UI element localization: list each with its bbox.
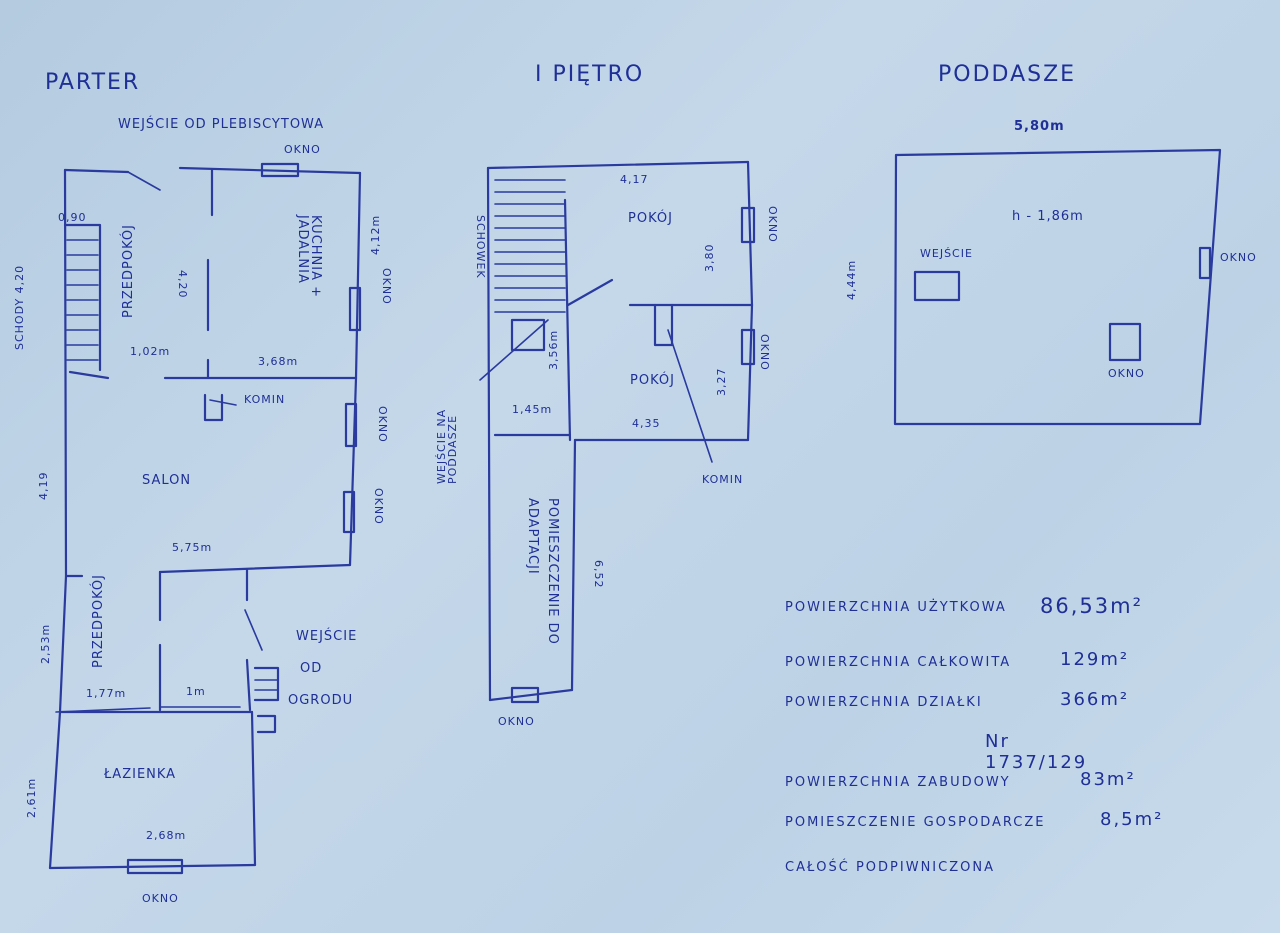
stat-label: POWIERZCHNIA DZIAŁKI bbox=[785, 695, 983, 710]
poddasze-entrance-label: WEJŚCIE bbox=[920, 247, 973, 260]
komin-label: KOMIN bbox=[244, 393, 286, 406]
dim-412-label: 4,12m bbox=[369, 214, 382, 255]
stat-label: POWIERZCHNIA ZABUDOWY bbox=[785, 775, 1011, 790]
stat-row: POMIESZCZENIE GOSPODARCZE 8,5m² bbox=[785, 809, 1161, 830]
attic-hatch bbox=[510, 318, 546, 352]
window-label-top: OKNO bbox=[284, 143, 321, 156]
dim-435-label: 4,35 bbox=[632, 417, 661, 430]
dim-652-label: 6,52 bbox=[592, 560, 605, 589]
window-label-salon-1: OKNO bbox=[376, 406, 389, 443]
dim-177-label: 1,77m bbox=[86, 687, 127, 700]
dim-1m-label: 1m bbox=[186, 685, 206, 698]
przedpokoj-bottom-label: PRZEDPOKÓJ bbox=[91, 574, 106, 668]
dim-419-label: 4,19 bbox=[37, 471, 50, 501]
pokoj-1-label: POKÓJ bbox=[628, 211, 673, 226]
dim-417-label: 4,17 bbox=[620, 173, 649, 186]
dim-261-label: 2,61m bbox=[25, 777, 38, 818]
pietro-walls bbox=[479, 160, 754, 702]
poddasze-window-label-right: OKNO bbox=[1220, 251, 1257, 264]
schowek-label: SCHOWEK bbox=[474, 215, 487, 279]
window-poddasze bbox=[1198, 246, 1212, 280]
window-label-pokoj-1: OKNO bbox=[766, 206, 779, 243]
stat-row: POWIERZCHNIA DZIAŁKI 366m² bbox=[785, 689, 1127, 710]
parter-title: PARTER bbox=[45, 70, 141, 95]
poddasze-height-label: h - 1,86m bbox=[1012, 209, 1084, 224]
poddasze-walls bbox=[893, 148, 1222, 426]
dim-145-label: 1,45m bbox=[512, 403, 553, 416]
kuchnia-label: KUCHNIA + JADALNIA bbox=[295, 215, 323, 299]
lazienka-label: ŁAZIENKA bbox=[104, 767, 177, 782]
window-label-kitchen: OKNO bbox=[380, 268, 393, 305]
window-label-lazienka: OKNO bbox=[142, 892, 179, 905]
entrance-plebiscytowa-label: WEJŚCIE OD PLEBISCYTOWA bbox=[118, 117, 325, 132]
window-lazienka bbox=[126, 858, 184, 875]
attic-skylight bbox=[1108, 322, 1142, 362]
poddasze-depth-label: 4,44m bbox=[845, 259, 858, 300]
dim-575-label: 5,75m bbox=[172, 541, 213, 554]
stairs-label: SCHODY 4,20 bbox=[13, 264, 26, 350]
stat-label: POWIERZCHNIA CAŁKOWITA bbox=[785, 655, 1012, 670]
window-kitchen-right bbox=[348, 286, 362, 332]
stat-value: 83m² bbox=[1080, 769, 1136, 790]
stat-label: POWIERZCHNIA UŻYTKOWA bbox=[785, 600, 1007, 615]
window-salon-2 bbox=[342, 490, 356, 534]
stat-label: POMIESZCZENIE GOSPODARCZE bbox=[785, 815, 1046, 830]
window-salon-1 bbox=[344, 402, 358, 448]
window-pomieszczenie bbox=[510, 686, 540, 704]
window-label-pomieszczenie: OKNO bbox=[498, 715, 535, 728]
pokoj-2-label: POKÓJ bbox=[630, 373, 675, 388]
garden-entrance-label-1: WEJŚCIE bbox=[296, 629, 358, 644]
window-pokoj-2 bbox=[740, 328, 756, 366]
stat-value: Nr 1737/129 bbox=[985, 731, 1088, 773]
dim-268-label: 2,68m bbox=[146, 829, 187, 842]
pomieszczenie-label: POMIESZCZENIE DO ADAPTACJI bbox=[525, 498, 561, 645]
poddasze-width-label: 5,80m bbox=[1014, 119, 1065, 134]
dim-253-label: 2,53m bbox=[39, 623, 52, 664]
poddasze-window-label-skylight: OKNO bbox=[1108, 367, 1145, 380]
stat-value: 8,5m² bbox=[1100, 809, 1164, 830]
parter-windows bbox=[126, 162, 362, 875]
stat-row: POWIERZCHNIA UŻYTKOWA 86,53m² bbox=[785, 594, 1141, 618]
dim-102-label: 1,02m bbox=[130, 345, 171, 358]
dim-356-label: 3,56m bbox=[547, 329, 560, 370]
attic-entrance-hatch bbox=[913, 270, 961, 302]
salon-label: SALON bbox=[142, 473, 192, 488]
dim-327-label: 3,27 bbox=[715, 367, 728, 397]
dim-420-label: 4,20 bbox=[176, 270, 189, 299]
komin-pietro-label: KOMIN bbox=[702, 473, 744, 486]
stat-row: CAŁOŚĆ PODPIWNICZONA bbox=[785, 860, 995, 875]
poddasze-title: PODDASZE bbox=[938, 62, 1077, 87]
window-label-salon-2: OKNO bbox=[372, 488, 385, 525]
stat-row: POWIERZCHNIA ZABUDOWY 83m² bbox=[785, 769, 1134, 790]
garden-entrance-label-3: OGRODU bbox=[288, 693, 354, 708]
window-pokoj-1 bbox=[740, 206, 756, 244]
dim-380-label: 3,80 bbox=[703, 243, 716, 273]
window-top-kitchen bbox=[260, 162, 300, 178]
pietro-title: I PIĘTRO bbox=[535, 62, 645, 87]
parter-walls bbox=[48, 166, 362, 870]
stairs-width-label: 0,90 bbox=[58, 211, 87, 224]
stat-label: CAŁOŚĆ PODPIWNICZONA bbox=[785, 860, 995, 875]
stat-value: 129m² bbox=[1060, 649, 1130, 670]
dim-368-label: 3,68m bbox=[258, 355, 299, 368]
stat-value: 86,53m² bbox=[1040, 594, 1143, 618]
przedpokoj-top-label: PRZEDPOKÓJ bbox=[121, 224, 136, 318]
pietro-windows bbox=[510, 206, 756, 704]
garden-entrance-label-2: OD bbox=[300, 661, 323, 676]
stat-row: POWIERZCHNIA CAŁKOWITA 129m² bbox=[785, 649, 1127, 670]
stat-value: 366m² bbox=[1060, 689, 1130, 710]
wejscie-poddasze-label: WEJŚCIE NA PODDASZE bbox=[435, 408, 459, 484]
window-label-pokoj-2: OKNO bbox=[758, 334, 771, 371]
